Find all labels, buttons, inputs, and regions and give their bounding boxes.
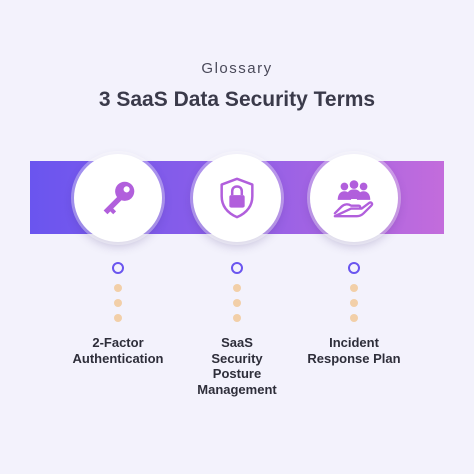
term-3-dot bbox=[350, 314, 358, 322]
key-icon bbox=[103, 181, 135, 215]
page-title: 3 SaaS Data Security Terms bbox=[98, 88, 376, 111]
term-2-icon-circle bbox=[193, 154, 281, 242]
term-1-label: 2-Factor Authentication bbox=[72, 335, 164, 366]
term-1-marker bbox=[112, 262, 124, 274]
term-3-label: Incident Response Plan bbox=[307, 335, 401, 366]
term-1-dot bbox=[114, 284, 122, 292]
shield-lock-icon bbox=[220, 177, 254, 219]
term-2-dot bbox=[233, 284, 241, 292]
term-2-marker bbox=[231, 262, 243, 274]
term-3-icon-circle bbox=[310, 154, 398, 242]
term-2-dot bbox=[233, 299, 241, 307]
term-2-label: SaaS Security Posture Management bbox=[197, 335, 277, 397]
group-hand-icon bbox=[333, 180, 374, 218]
term-2-dot bbox=[233, 314, 241, 322]
term-1-dot bbox=[114, 299, 122, 307]
term-1-dot bbox=[114, 314, 122, 322]
term-1-icon-circle bbox=[74, 154, 162, 242]
term-3-dot bbox=[350, 299, 358, 307]
term-3-dot bbox=[350, 284, 358, 292]
term-3-marker bbox=[348, 262, 360, 274]
eyebrow-label: Glossary bbox=[201, 60, 273, 77]
